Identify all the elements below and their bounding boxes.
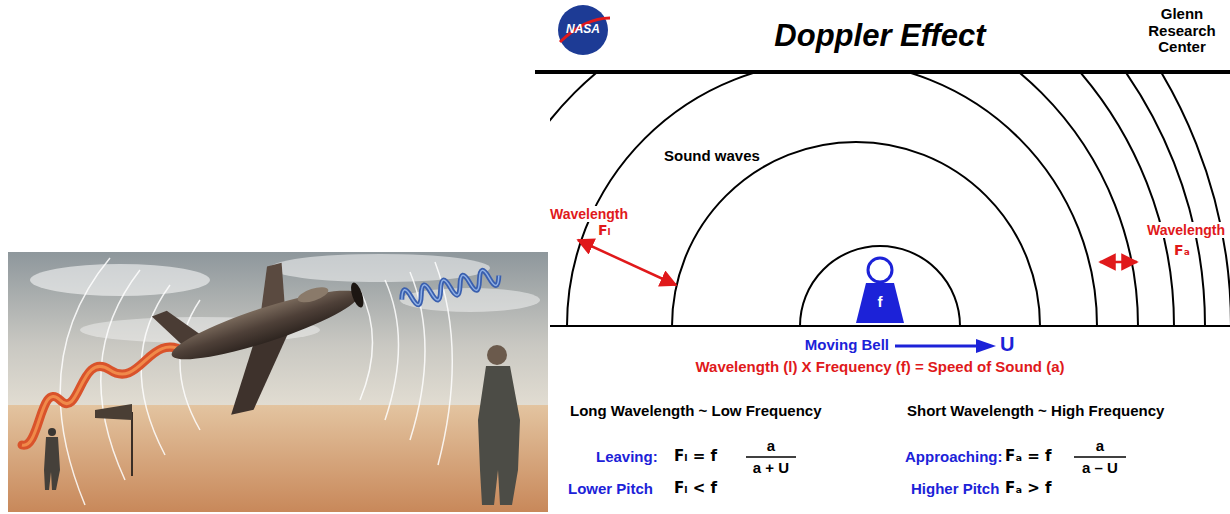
jet-fuselage	[167, 279, 364, 372]
case-label: Approaching:	[903, 448, 1005, 465]
wavefront	[550, 74, 1205, 326]
nasa-logo	[558, 5, 610, 55]
rule-text: Long Wavelength ~ Low Frequency	[568, 402, 824, 419]
wavelength-label: Wavelength	[1145, 222, 1227, 238]
sound-arc	[180, 300, 200, 430]
sound-arcs	[60, 258, 452, 505]
moving-bell: f	[852, 255, 908, 325]
case-label: Leaving:	[594, 448, 660, 465]
case-label: Higher Pitch	[909, 480, 1001, 497]
listening-man	[478, 345, 520, 505]
wavelength-arrow	[578, 240, 676, 285]
velocity-symbol: U	[998, 333, 1016, 356]
wavefront	[567, 74, 1097, 326]
wavefront	[550, 74, 1138, 326]
inequality: Fₗ < f	[672, 480, 719, 497]
sound-arc	[385, 280, 399, 420]
inequality: Fₐ > f	[1003, 480, 1054, 497]
wavefront	[550, 74, 1174, 326]
bell-head	[868, 258, 892, 282]
head	[48, 428, 56, 436]
windsock	[95, 404, 132, 420]
spring-wave	[400, 267, 501, 309]
wave-label: Sound waves	[662, 147, 762, 164]
center-name: Glenn Research Center	[1142, 6, 1222, 56]
small-man	[44, 428, 60, 490]
wavelength-label: Wavelength	[548, 206, 630, 222]
logo-text: NASA	[564, 23, 602, 37]
high-pitch-spring	[400, 267, 501, 309]
denominator: a + U	[751, 459, 791, 476]
cloud	[270, 254, 490, 282]
jet-intake	[348, 281, 366, 309]
wavefront	[672, 142, 1040, 326]
coat	[478, 366, 520, 505]
wavefront	[550, 74, 1230, 326]
low-pitch-ribbon	[22, 347, 185, 445]
fraction-bar	[1074, 456, 1126, 458]
motion-arrowhead	[976, 339, 996, 353]
cloud	[30, 264, 210, 296]
body	[44, 437, 60, 490]
numerator: a	[1094, 437, 1106, 454]
logo-swoosh	[560, 18, 610, 42]
motion-arrow	[895, 345, 978, 348]
sound-waves	[550, 74, 1230, 326]
diagram-title: Doppler Effect	[772, 18, 987, 54]
case-label: Lower Pitch	[566, 480, 655, 497]
motion-label: Moving Bell	[803, 336, 891, 353]
jet	[148, 241, 386, 431]
ground-line	[550, 325, 1230, 327]
frequency-symbol: Fₐ	[1172, 242, 1192, 258]
header-rule	[535, 70, 1230, 74]
wavelength-arrow	[1100, 261, 1137, 264]
bell-shape	[852, 255, 908, 325]
jet-canopy	[296, 284, 330, 305]
windsock-pole	[131, 412, 133, 476]
formula: Fₗ = f	[672, 448, 719, 465]
sound-arc	[435, 262, 452, 465]
logo-disc	[558, 5, 608, 55]
fraction-bar	[746, 456, 796, 458]
jet-illustration	[8, 241, 548, 512]
formula: Wavelength (l) X Frequency (f) = Speed o…	[693, 358, 1066, 375]
formula: Fₐ = f	[1003, 448, 1054, 465]
desert	[8, 405, 548, 512]
numerator: a	[765, 437, 777, 454]
low-pitch-ribbon	[22, 347, 185, 445]
head	[487, 345, 507, 365]
wavefront	[800, 246, 960, 326]
frequency-symbol: f	[852, 293, 908, 310]
frequency-symbol: Fₗ	[596, 222, 613, 238]
sky	[8, 252, 548, 407]
sound-arc	[141, 285, 170, 455]
rule-text: Short Wavelength ~ High Frequency	[905, 402, 1166, 419]
denominator: a – U	[1080, 459, 1120, 476]
spring-wave	[400, 267, 501, 309]
